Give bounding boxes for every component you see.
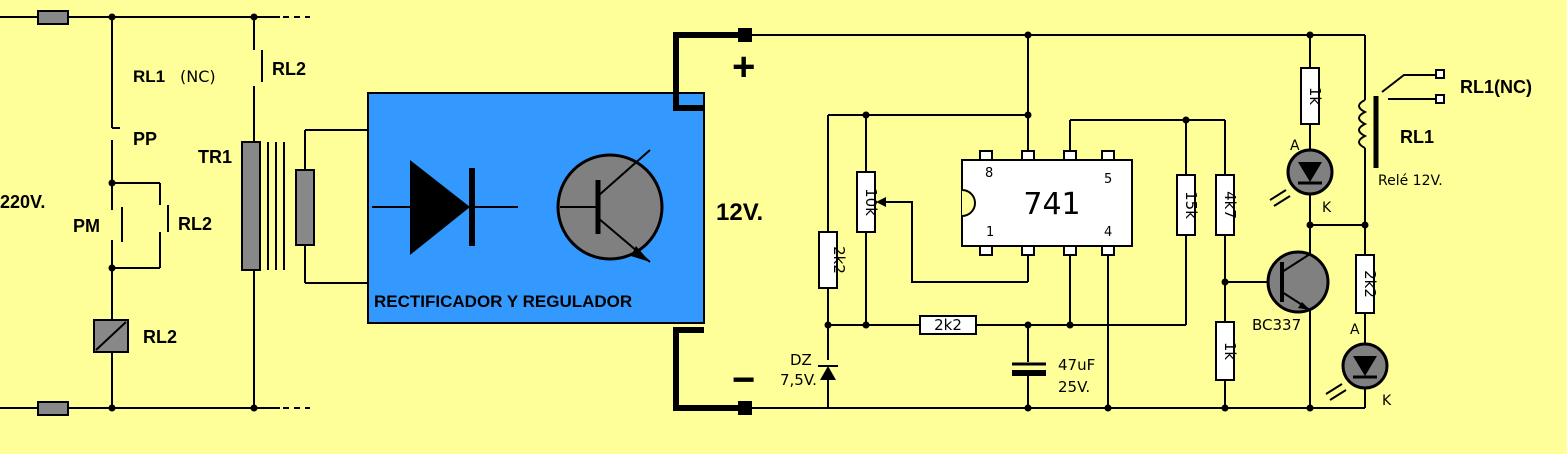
fuse-top — [37, 10, 69, 25]
cap-value: 47uF — [1058, 356, 1095, 374]
rl2-coil-label: RL2 — [143, 327, 177, 347]
plus-terminal — [738, 28, 752, 42]
led-b-anode: A — [1350, 322, 1360, 338]
r-1k-top-label: 1k — [1306, 87, 1324, 106]
mains-section: 220V. RL1 (NC) PP PM RL2 RL2 RL2 TR1 — [0, 10, 368, 416]
cap-voltage: 25V. — [1058, 378, 1090, 396]
ic-741 — [961, 159, 1133, 247]
ic-pin5: 5 — [1104, 172, 1112, 187]
rl1-nc-label: RL1 — [133, 67, 165, 86]
ic-pin8: 8 — [985, 166, 993, 181]
rl2-contact-label-b: RL2 — [272, 59, 306, 79]
rl2-contact-label-a: RL2 — [178, 214, 212, 234]
pp-label: PP — [133, 129, 157, 149]
output-voltage-label: 12V. — [716, 199, 763, 226]
regulator-block: RECTIFICADOR Y REGULADOR — [367, 92, 705, 324]
relay-coil — [1358, 99, 1368, 149]
led-a-cathode: K — [1322, 200, 1332, 216]
capacitor-47uf — [1012, 370, 1046, 376]
zener-diode — [820, 366, 836, 380]
zener-value: 7,5V. — [780, 371, 817, 389]
transformer-primary — [241, 141, 261, 271]
rl1-nc-suffix: (NC) — [180, 67, 216, 86]
relay-desc: Relé 12V. — [1378, 173, 1443, 189]
transformer-label: TR1 — [198, 147, 232, 167]
led-b-cathode: K — [1382, 393, 1392, 409]
fuse-bottom — [37, 401, 69, 416]
ic-label: 741 — [1023, 187, 1080, 222]
led-a-anode: A — [1290, 138, 1300, 154]
control-circuit: 2k2 DZ 7,5V. 10k 2k2 741 — [752, 31, 1532, 412]
r-1k-bottom-label: 1k — [1221, 342, 1239, 361]
zener-label: DZ — [790, 351, 812, 369]
r-4k7-label: 4k7 — [1221, 191, 1239, 219]
mains-voltage-label: 220V. — [0, 192, 45, 212]
r-2k2-horizontal-label: 2k2 — [934, 316, 962, 334]
transistor-icon — [556, 153, 664, 261]
pot-label: 10k — [862, 188, 880, 216]
diode-icon — [410, 160, 470, 255]
ic-pin4: 4 — [1104, 225, 1112, 240]
minus-terminal — [738, 401, 752, 415]
relay-contact-label: RL1(NC) — [1460, 77, 1532, 97]
transistor-label: BC337 — [1252, 316, 1301, 334]
r-2k2-left-label: 2k2 — [830, 246, 848, 274]
r-15k-label: 15k — [1182, 191, 1200, 219]
ic-pin1: 1 — [986, 225, 994, 240]
minus-sign: − — [732, 358, 755, 402]
relay-coil-label: RL1 — [1400, 127, 1434, 147]
r-2k2-right-label: 2k2 — [1361, 270, 1379, 298]
pm-label: PM — [73, 216, 100, 236]
regulator-label: RECTIFICADOR Y REGULADOR — [374, 292, 632, 311]
plus-sign: + — [732, 45, 755, 89]
transformer-secondary — [295, 169, 315, 246]
